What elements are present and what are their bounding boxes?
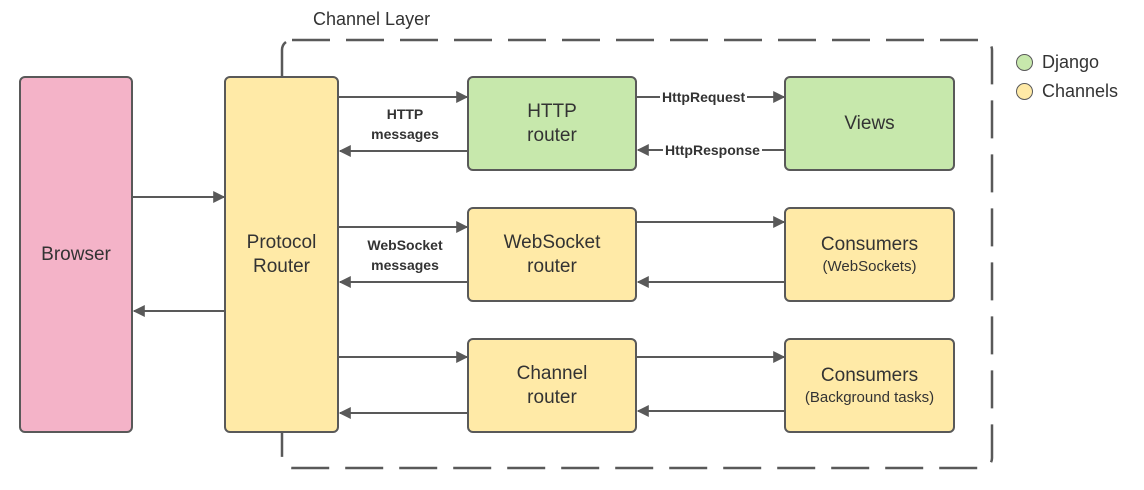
consumers-background-node: Consumers (Background tasks) (784, 338, 955, 433)
consumers-websockets-title: Consumers (820, 233, 919, 255)
legend-django-swatch (1016, 54, 1033, 71)
http-messages-line2: messages (371, 126, 439, 142)
legend-channels-label: Channels (1042, 81, 1119, 101)
websocket-messages-line2: messages (371, 257, 439, 273)
consumers-background-subtitle: (Background tasks) (804, 388, 935, 406)
legend-django-label: Django (1042, 52, 1100, 72)
websocket-router-line2: router (527, 255, 577, 277)
http-response-label: HttpResponse (663, 141, 762, 159)
channel-router-node: Channel router (467, 338, 637, 433)
legend-django: Django (1016, 52, 1099, 73)
http-router-line1: HTTP (527, 100, 577, 122)
views-node: Views (784, 76, 955, 171)
browser-title: Browser (41, 243, 111, 265)
channel-router-line1: Channel (516, 362, 588, 384)
channel-layer-boundary (280, 38, 994, 470)
http-request-label: HttpRequest (660, 88, 748, 106)
legend-channels-swatch (1016, 83, 1033, 100)
protocol-router-node: Protocol Router (224, 76, 339, 433)
http-messages-label: HTTP messages (350, 104, 460, 144)
views-title: Views (844, 112, 895, 134)
websocket-router-line1: WebSocket (503, 231, 601, 253)
http-router-line2: router (527, 124, 577, 146)
websocket-messages-line1: WebSocket (367, 237, 443, 253)
protocol-router-line1: Protocol (246, 231, 317, 253)
consumers-websockets-subtitle: (WebSockets) (822, 257, 917, 275)
channel-router-line2: router (527, 386, 577, 408)
http-router-node: HTTP router (467, 76, 637, 171)
consumers-websockets-node: Consumers (WebSockets) (784, 207, 955, 302)
consumers-background-title: Consumers (820, 364, 919, 386)
browser-node: Browser (19, 76, 133, 433)
channel-layer-title: Channel Layer (313, 9, 431, 29)
websocket-router-node: WebSocket router (467, 207, 637, 302)
legend-channels: Channels (1016, 81, 1118, 102)
websocket-messages-label: WebSocket messages (349, 235, 461, 275)
http-messages-line1: HTTP (386, 106, 424, 122)
protocol-router-line2: Router (252, 255, 311, 277)
